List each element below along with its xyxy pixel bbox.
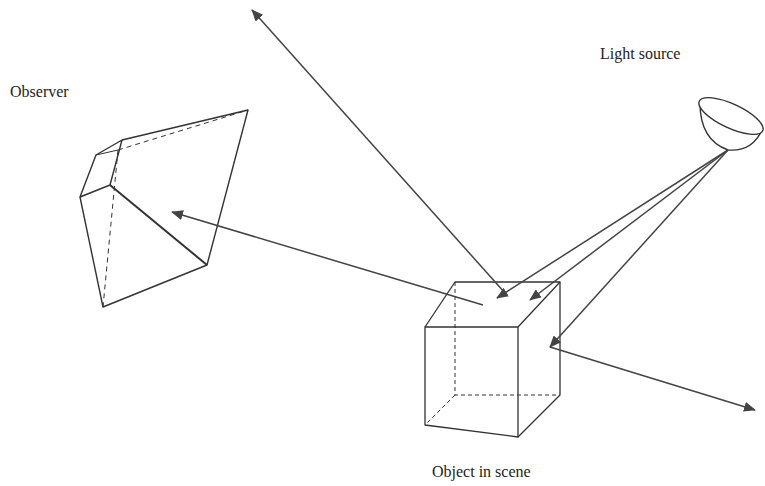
observer-camera: Observer: [78, 108, 250, 310]
light-ray: [172, 212, 483, 305]
cube: [425, 282, 560, 437]
camera-frustum: [80, 110, 248, 307]
light-ray: [530, 150, 728, 300]
light-hemisphere: [694, 90, 765, 150]
node-label: Light source: [600, 44, 680, 63]
light-source: Light source: [693, 100, 763, 155]
light-ray: [550, 150, 728, 347]
reflected-ray: [252, 10, 755, 410]
scene-object: Object in scene: [422, 278, 564, 440]
light-ray: [497, 150, 728, 298]
node-label: Observer: [10, 82, 69, 101]
node-label: Object in scene: [432, 462, 531, 481]
